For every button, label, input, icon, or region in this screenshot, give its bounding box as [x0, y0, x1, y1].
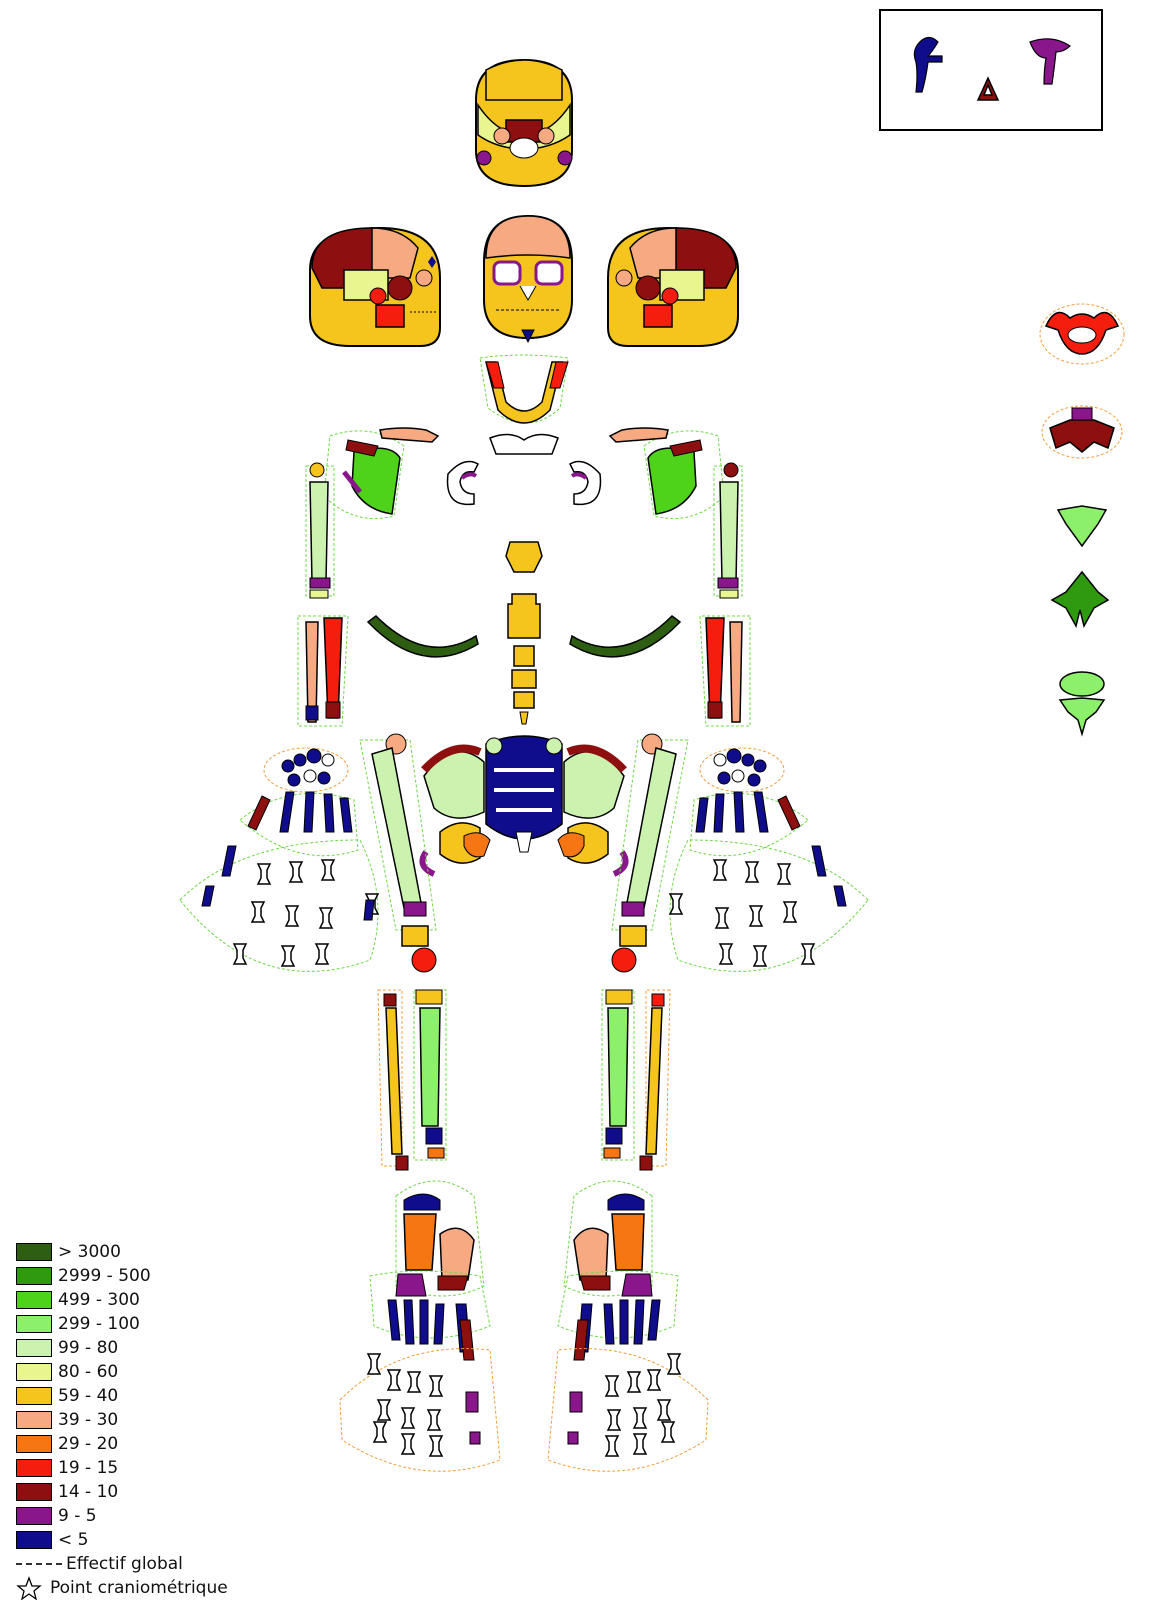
legend-item: 9 - 5	[16, 1504, 228, 1528]
first-ribs	[448, 462, 601, 505]
legend-swatch	[16, 1531, 52, 1549]
leg-left	[378, 990, 446, 1170]
hand-left	[180, 748, 378, 971]
vertebrae-samples	[1040, 304, 1124, 734]
legend-item: 39 - 30	[16, 1408, 228, 1432]
skull-lateral-left	[310, 228, 440, 346]
legend-item: 80 - 60	[16, 1360, 228, 1384]
legend-label: 80 - 60	[58, 1362, 118, 1382]
legend-label: 499 - 300	[58, 1290, 140, 1310]
legend-craniometric: Point craniométrique	[16, 1576, 228, 1600]
hand-right	[670, 748, 868, 971]
legend-label: 19 - 15	[58, 1458, 118, 1478]
legend-item: 99 - 80	[16, 1336, 228, 1360]
arm-right	[700, 463, 750, 726]
leg-right	[602, 990, 670, 1170]
skull-lateral-right	[608, 228, 738, 346]
pelvis	[422, 736, 625, 874]
legend-swatch	[16, 1411, 52, 1429]
legend-swatch	[16, 1243, 52, 1261]
legend-swatch	[16, 1435, 52, 1453]
legend-item: 29 - 20	[16, 1432, 228, 1456]
legend-effectif: Effectif global	[16, 1552, 228, 1576]
skull-frontal-view	[484, 216, 572, 342]
ossicles-inset	[880, 10, 1102, 130]
legend-item: 14 - 10	[16, 1480, 228, 1504]
legend-swatch	[16, 1267, 52, 1285]
legend-effectif-label: Effectif global	[66, 1554, 183, 1574]
legend-item: 2999 - 500	[16, 1264, 228, 1288]
legend-label: 39 - 30	[58, 1410, 118, 1430]
shoulder-left	[324, 428, 438, 519]
legend-label: < 5	[58, 1530, 88, 1550]
legend-label: 14 - 10	[58, 1482, 118, 1502]
legend-label: 299 - 100	[58, 1314, 140, 1334]
legend-label: 29 - 20	[58, 1434, 118, 1454]
foot-left	[340, 1181, 500, 1471]
color-legend: > 3000 2999 - 500 499 - 300 299 - 100 99 - 8…	[16, 1240, 228, 1600]
legend-label: 9 - 5	[58, 1506, 97, 1526]
legend-item: 499 - 300	[16, 1288, 228, 1312]
legend-item: 59 - 40	[16, 1384, 228, 1408]
legend-swatch	[16, 1483, 52, 1501]
arm-left	[298, 463, 348, 726]
legend-item: 19 - 15	[16, 1456, 228, 1480]
shoulder-right	[610, 428, 724, 519]
legend-swatch	[16, 1507, 52, 1525]
mandible	[480, 355, 568, 423]
star-icon	[16, 1576, 42, 1600]
dashed-line-icon	[16, 1563, 62, 1565]
skull-inferior-view	[476, 60, 572, 186]
legend-swatch	[16, 1363, 52, 1381]
sternum	[506, 542, 542, 724]
legend-swatch	[16, 1459, 52, 1477]
legend-label: 59 - 40	[58, 1386, 118, 1406]
hyoid	[490, 434, 558, 454]
legend-label: 2999 - 500	[58, 1266, 151, 1286]
legend-swatch	[16, 1339, 52, 1357]
legend-swatch	[16, 1387, 52, 1405]
legend-craniometric-label: Point craniométrique	[50, 1578, 228, 1598]
legend-item: > 3000	[16, 1240, 228, 1264]
legend-swatch	[16, 1291, 52, 1309]
legend-item: < 5	[16, 1528, 228, 1552]
legend-item: 299 - 100	[16, 1312, 228, 1336]
legend-swatch	[16, 1315, 52, 1333]
legend-label: 99 - 80	[58, 1338, 118, 1358]
foot-right	[548, 1181, 708, 1471]
legend-label: > 3000	[58, 1242, 121, 1262]
